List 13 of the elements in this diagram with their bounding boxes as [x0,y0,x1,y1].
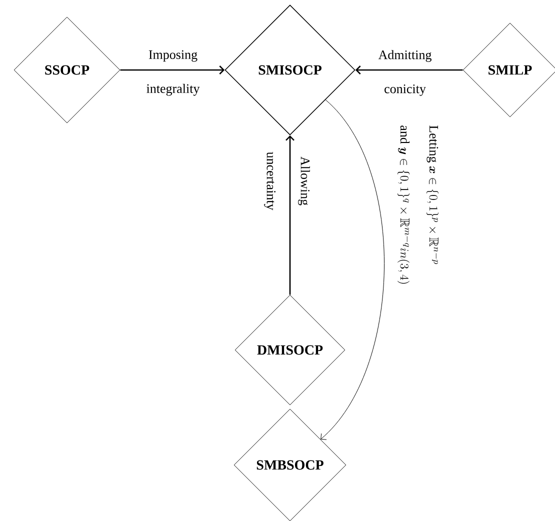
diamond-node: SMISOCP [224,4,356,136]
arrow [320,100,384,440]
diamond-node: SMILP [462,22,555,118]
edge-label: Admitting conicity [378,50,432,96]
diamond-node: SMBSOCP [234,408,346,521]
diamond-node: DMISOCP [234,294,346,406]
edge-label: $\begin{array}{l}\text{Letting } \boldsymbol{x}\in\{0,1\}^p\times\mathbb{R}^{n-p}\\[14pt] \text{and } \boldsymbol{y}\in\{0,1\}^q\times\mathbb{R}^{m-q} in(3,4)\end{array}$ [398,126,438,284]
arrow [286,135,294,295]
arrow [120,66,225,74]
edge-label: Allowing uncertainty [264,152,310,210]
arrow [355,66,463,74]
edge-label: Imposing integrality [146,50,200,96]
diamond-node: SSOCP [14,16,120,124]
